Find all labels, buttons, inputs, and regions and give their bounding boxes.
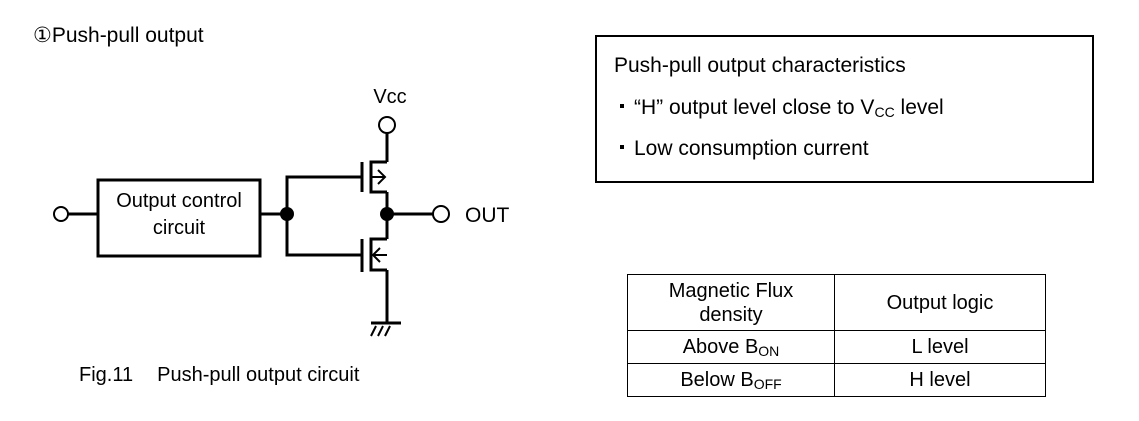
ground-icon (370, 321, 401, 337)
table-header-row: Magnetic Flux density Output logic (627, 274, 1046, 331)
characteristics-item: “H” output level close to VCC level (620, 95, 944, 121)
item-suffix: level (894, 96, 944, 119)
header-line2: density (699, 303, 763, 326)
output-control-circuit-block (96, 178, 262, 258)
figure-caption: Fig.11 Push-pull output circuit (79, 362, 359, 388)
section-title-text: Push-pull output (51, 24, 204, 47)
figure-number: Fig.11 (79, 364, 134, 386)
header-output-logic: Output logic (834, 274, 1046, 331)
condition-text: Below B (680, 369, 754, 391)
condition-cell: Above BON (627, 330, 835, 364)
figure-caption-text: Push-pull output circuit (157, 364, 360, 386)
bullet-icon (620, 104, 624, 109)
table-row: Above BON L level (627, 330, 1046, 364)
vcc-terminal-icon (378, 116, 396, 134)
block-label-line1: Output control (116, 190, 242, 212)
header-flux-density: Magnetic Flux density (627, 274, 835, 331)
circled-number-marker: ① (33, 24, 52, 47)
table-row: Below BOFF H level (627, 363, 1046, 397)
logic-cell: L level (834, 330, 1046, 364)
condition-text: Above B (682, 336, 759, 358)
item-text: Low consumption current (634, 137, 869, 160)
output-logic-table: Magnetic Flux density Output logic Above… (627, 274, 1046, 397)
condition-subscript: OFF (753, 376, 782, 392)
header-line1: Magnetic Flux (668, 279, 794, 302)
input-terminal-icon (53, 206, 69, 222)
item-subscript: CC (874, 104, 895, 120)
logic-cell: H level (834, 363, 1046, 397)
vcc-label: Vcc (373, 86, 406, 108)
gate-bus-wire (285, 175, 362, 257)
section-title: ①Push-pull output (33, 23, 204, 49)
bullet-icon (620, 145, 624, 150)
condition-cell: Below BOFF (627, 363, 835, 397)
characteristics-box: Push-pull output characteristics “H” out… (595, 35, 1094, 183)
push-pull-circuit-diagram: Output control circuit Vcc OUT (53, 86, 510, 337)
characteristics-title: Push-pull output characteristics (614, 54, 906, 77)
item-text: “H” output level close to V (634, 96, 875, 119)
condition-subscript: ON (758, 343, 780, 359)
block-label-line2: circuit (153, 217, 206, 239)
characteristics-item: Low consumption current (620, 136, 869, 162)
nmos-transistor-icon (360, 214, 389, 322)
out-terminal-icon (432, 205, 450, 223)
pmos-transistor-icon (360, 133, 389, 214)
out-label: OUT (465, 204, 510, 227)
